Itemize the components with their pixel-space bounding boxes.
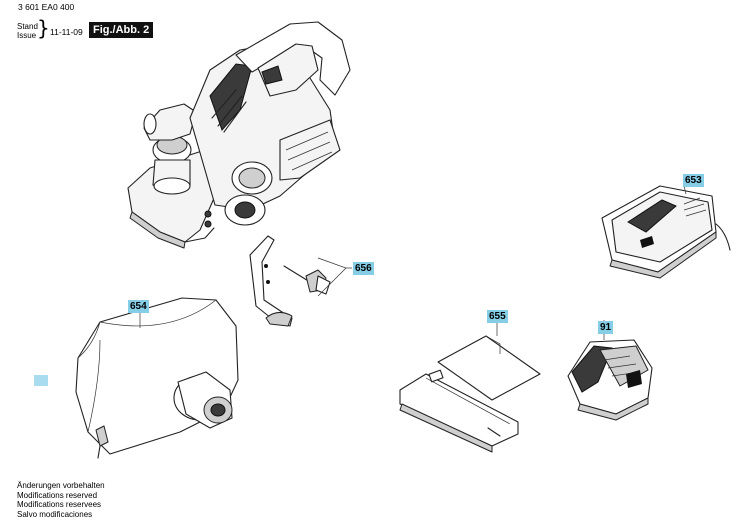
drawing-number: 3 601 EA0 400 <box>18 2 75 12</box>
charger-illustration <box>601 185 731 279</box>
parallel-guide-illustration <box>399 335 541 453</box>
part-label-655: 655 <box>487 310 508 323</box>
issue-label: Issue <box>17 31 37 40</box>
battery-illustration <box>567 320 653 421</box>
planer-illustration <box>127 21 351 249</box>
brace-symbol: } <box>37 16 50 40</box>
stand-issue-labels: Stand Issue <box>17 22 38 40</box>
modification-notes: Änderungen vorbehalten Modifications res… <box>17 481 105 519</box>
note-de: Änderungen vorbehalten <box>17 481 105 490</box>
stand-label: Stand <box>17 22 38 31</box>
note-en: Modifications reserved <box>17 490 98 500</box>
note-fr: Modifications reservees <box>17 500 102 509</box>
issue-date: 11-11-09 <box>50 27 83 37</box>
guide-bracket-illustration <box>249 235 352 327</box>
note-es: Salvo modificaciones <box>17 509 93 519</box>
figure-label: Fig./Abb. 2 <box>89 22 154 38</box>
legend-swatch <box>34 375 48 386</box>
part-label-653: 653 <box>683 174 704 187</box>
part-label-654: 654 <box>128 300 149 313</box>
part-label-91: 91 <box>598 321 614 334</box>
chip-bag-illustration <box>75 297 239 459</box>
part-label-656: 656 <box>353 262 374 275</box>
